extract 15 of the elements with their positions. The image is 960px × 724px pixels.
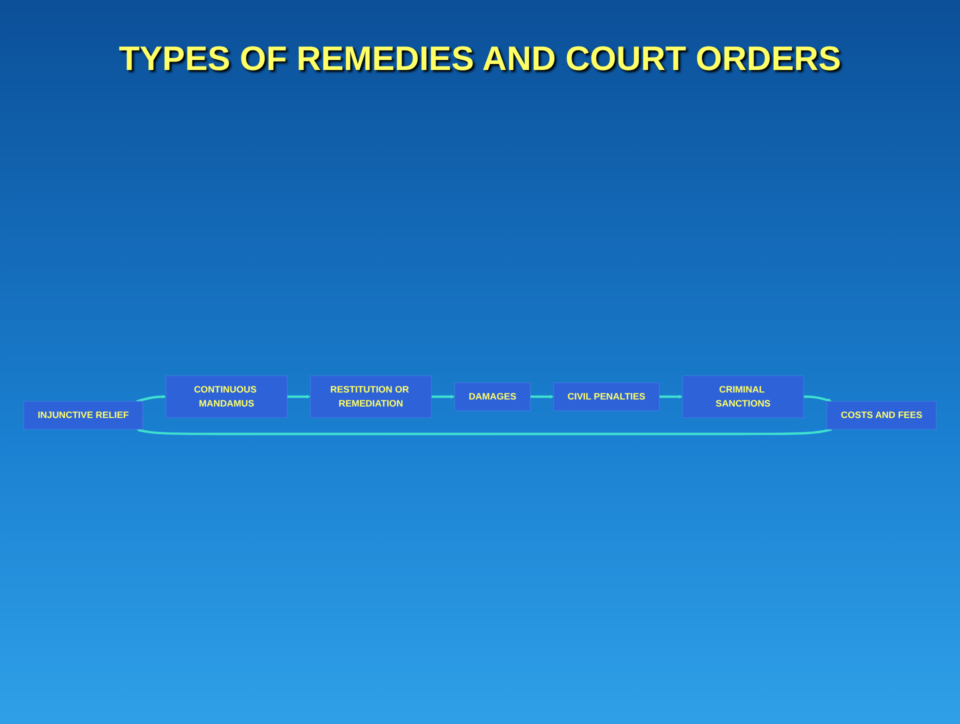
node-box: INJUNCTIVE RELIEF bbox=[24, 401, 143, 430]
arrow bbox=[136, 394, 166, 403]
node-box: CIVIL PENALTIES bbox=[553, 382, 660, 412]
arrow bbox=[431, 394, 455, 399]
arrow bbox=[136, 428, 832, 436]
diagram-title: TYPES OF REMEDIES AND COURT ORDERS bbox=[118, 40, 842, 79]
node-box: DAMAGES bbox=[454, 382, 530, 412]
node-box: CONTINUOUS MANDAMUS bbox=[166, 376, 288, 418]
arrow bbox=[659, 394, 683, 399]
arrow bbox=[804, 396, 832, 402]
node-box: COSTS AND FEES bbox=[826, 401, 936, 430]
arrow bbox=[287, 394, 311, 399]
node-box: RESTITUTION OR REMEDIATION bbox=[310, 376, 432, 418]
node-box: CRIMINAL SANCTIONS bbox=[682, 376, 804, 418]
arrow bbox=[530, 394, 554, 399]
